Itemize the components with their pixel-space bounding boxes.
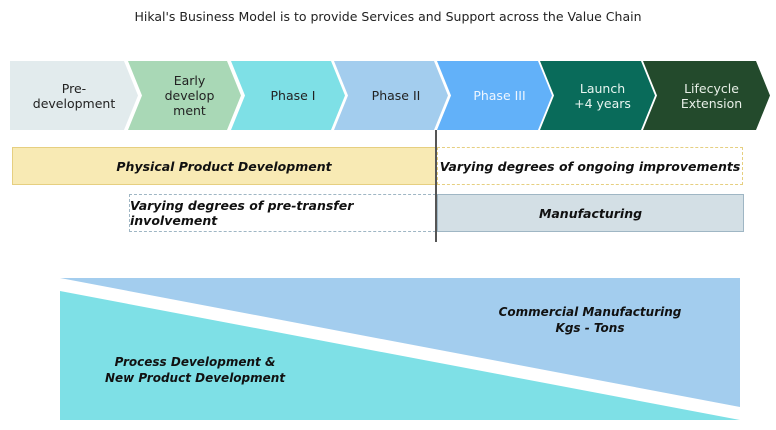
commercial-line2: Kgs - Tons	[555, 321, 625, 335]
divider-line	[435, 130, 437, 242]
phase-chevron: Launch +4 years	[540, 61, 655, 130]
commercial-line1: Commercial Manufacturing	[498, 305, 682, 319]
phase-label: Phase I	[270, 88, 316, 103]
phase-label: Phase II	[371, 88, 421, 103]
ongoing-improvements-bar: Varying degrees of ongoing improvements	[437, 147, 743, 185]
phase-label: Phase III	[473, 88, 526, 103]
process-line1: Process Development &	[114, 355, 276, 369]
phase-label: Launch +4 years	[574, 80, 631, 111]
phase-chevron: Pre- development	[10, 61, 138, 130]
physical-product-development-bar: Physical Product Development	[12, 147, 436, 185]
phase-chevron: Phase III	[437, 61, 552, 130]
commercial-manufacturing-label: Commercial Manufacturing Kgs - Tons	[470, 304, 710, 336]
phase-chevron: Phase I	[231, 61, 345, 130]
pre-transfer-involvement-bar: Varying degrees of pre-transfer involvem…	[129, 194, 436, 232]
commercial-manufacturing-wedge	[60, 278, 740, 407]
process-development-wedge	[60, 291, 740, 420]
phase-chevron: Lifecycle Extension	[643, 61, 770, 130]
phase-chevron: Early develop ment	[128, 61, 241, 130]
manufacturing-bar: Manufacturing	[437, 194, 744, 232]
process-line2: New Product Development	[104, 371, 286, 385]
phase-label: Pre- development	[32, 80, 116, 111]
process-development-label: Process Development & New Product Develo…	[90, 354, 300, 386]
phase-label: Early develop ment	[164, 73, 215, 118]
phase-label: Lifecycle Extension	[680, 80, 743, 111]
phase-chevron: Phase II	[334, 61, 448, 130]
page-title: Hikal's Business Model is to provide Ser…	[134, 9, 642, 24]
